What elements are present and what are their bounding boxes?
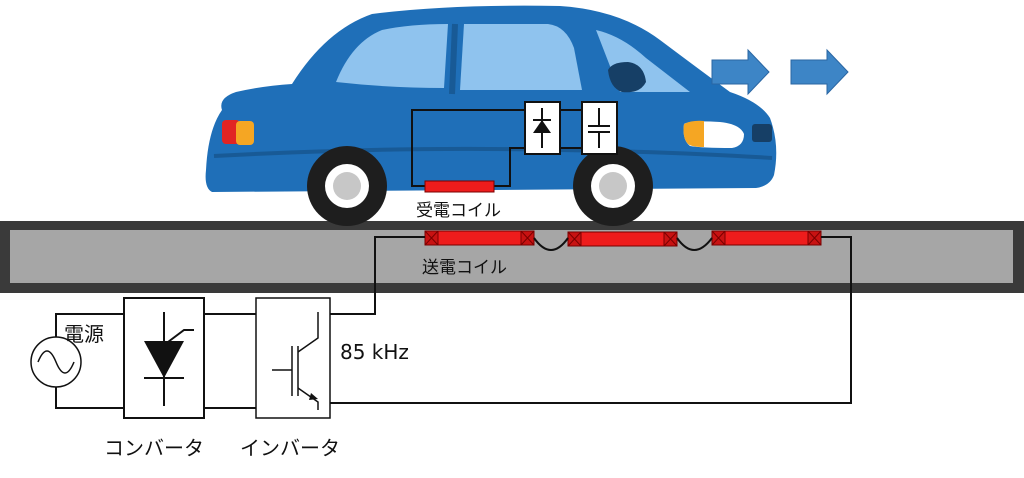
inverter-box [255,297,331,419]
car-rear-window [336,24,448,88]
ground-wiring [55,236,852,409]
ac-source-icon [30,336,82,388]
car-rear-wheel [307,146,387,226]
receiver-coil-label: 受電コイル [416,201,501,221]
car-mirror [608,62,646,93]
diode-icon [533,120,551,133]
power-source-label: 電源 [64,322,104,346]
car-rear-indicator [236,121,254,145]
car-front-window [460,24,582,90]
receiver-wire-right [494,147,525,187]
coil-link-1 [533,237,569,251]
receiver-circuit [411,109,582,187]
car-front-wheel [573,146,653,226]
receiver-coil [424,180,495,193]
right-arrow-icon [711,48,770,96]
car-grille [752,124,772,142]
transmitter-coil-label: 送電コイル [422,258,507,278]
car-rear-light [222,120,240,144]
motion-arrows [711,48,849,96]
capacitor-box [581,101,618,155]
transmitter-coil-3 [711,230,822,246]
rectifier-box [524,101,561,155]
converter-box [123,297,205,419]
coil-link-2 [676,237,713,251]
wire-source-bottom [55,387,124,409]
thyristor-icon [144,341,184,378]
transmitter-coils [424,230,822,251]
right-arrow-icon-2 [790,48,849,96]
wire-source-top [55,313,124,337]
car-front-indicator [683,120,704,147]
inverter-label: インバータ [240,436,340,460]
wire-return [330,236,852,404]
wire-to-coil [330,236,425,315]
car [205,5,777,226]
car-pillar [449,23,458,95]
frequency-label: 85 kHz [340,340,409,364]
transmitter-coil-1 [424,230,535,246]
receiver-wire-left [411,109,525,187]
converter-label: コンバータ [104,436,204,460]
transmitter-coil-2 [567,231,678,247]
